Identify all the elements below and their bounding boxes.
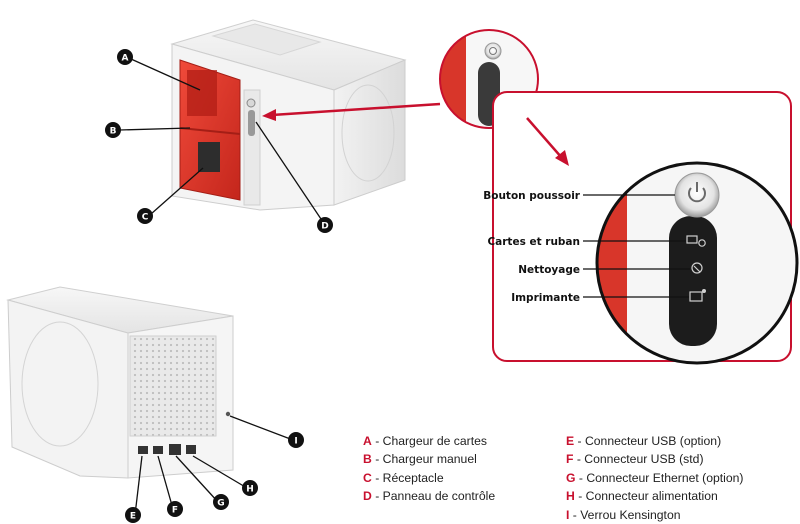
callout-leaders [119,58,324,516]
svg-text:B: B [110,127,117,137]
legend-letter: G [566,470,576,485]
legend-text: - Verrou Kensington [569,507,681,522]
legend-text: - Connecteur USB (option) [574,434,722,448]
legend-item: F - Connecteur USB (std) [566,450,744,468]
legend-letter: E [566,434,575,448]
power-icon [688,182,706,203]
legend-letter: A [363,434,372,448]
callout-badge-i: I [288,432,304,448]
svg-text:G: G [217,499,224,509]
legend-item: B - Chargeur manuel [363,450,495,468]
svg-text:A: A [122,54,129,64]
callout-badge-h: H [242,480,258,496]
legend-item: E - Connecteur USB (option) [566,432,744,450]
legend-text: - Réceptacle [371,470,444,485]
legend-letter: I [566,507,570,522]
legend-letter: C [363,470,372,485]
legend-letter: F [566,452,574,467]
callout-badge-d: D [317,217,333,233]
legend-letter: B [363,452,372,467]
svg-text:E: E [130,512,136,522]
callout-badge-b: B [105,122,121,138]
legend-letter: D [363,489,372,504]
legend-text: - Connecteur Ethernet (option) [575,470,744,485]
callout-badge-f: F [167,501,183,517]
label-power-button: Bouton poussoir [483,190,581,202]
legend-item: I - Verrou Kensington [566,506,744,524]
legend-text: - Chargeur manuel [371,452,477,467]
callout-badge-c: C [137,208,153,224]
printer-front-view [170,19,407,211]
legend-text: - Connecteur USB (std) [573,452,704,467]
callout-badge-a: A [117,49,133,65]
label-cards-ribbon: Cartes et ruban [487,236,580,248]
legend-left: A - Chargeur de cartes B - Chargeur manu… [363,432,495,506]
legend-item: D - Panneau de contrôle [363,487,495,505]
legend-text: - Chargeur de cartes [371,434,487,448]
legend-item: C - Réceptacle [363,469,495,487]
legend-item: H - Connecteur alimentation [566,487,744,505]
callout-badge-g: G [213,494,229,510]
printer-status-icon [689,289,706,302]
legend-text: - Panneau de contrôle [371,489,496,504]
svg-text:C: C [142,213,149,223]
svg-text:I: I [294,437,297,447]
callout-badge-e: E [125,507,141,523]
cleaning-icon [691,262,703,274]
legend-text: - Connecteur alimentation [574,489,718,504]
label-cleaning: Nettoyage [518,264,580,276]
printer-back-view [6,286,234,479]
svg-text:H: H [246,485,254,495]
control-panel-callout: Bouton poussoir Cartes et ruban Nettoyag… [483,91,799,365]
zoom-arrows [262,102,569,166]
svg-text:F: F [172,506,178,516]
legend-right: E - Connecteur USB (option) F - Connecte… [566,432,744,524]
legend-item: G - Connecteur Ethernet (option) [566,469,744,487]
cards-ribbon-icon [686,235,706,247]
label-printer: Imprimante [511,292,580,304]
svg-text:D: D [321,222,328,232]
legend-item: A - Chargeur de cartes [363,432,495,450]
legend-letter: H [566,489,575,504]
